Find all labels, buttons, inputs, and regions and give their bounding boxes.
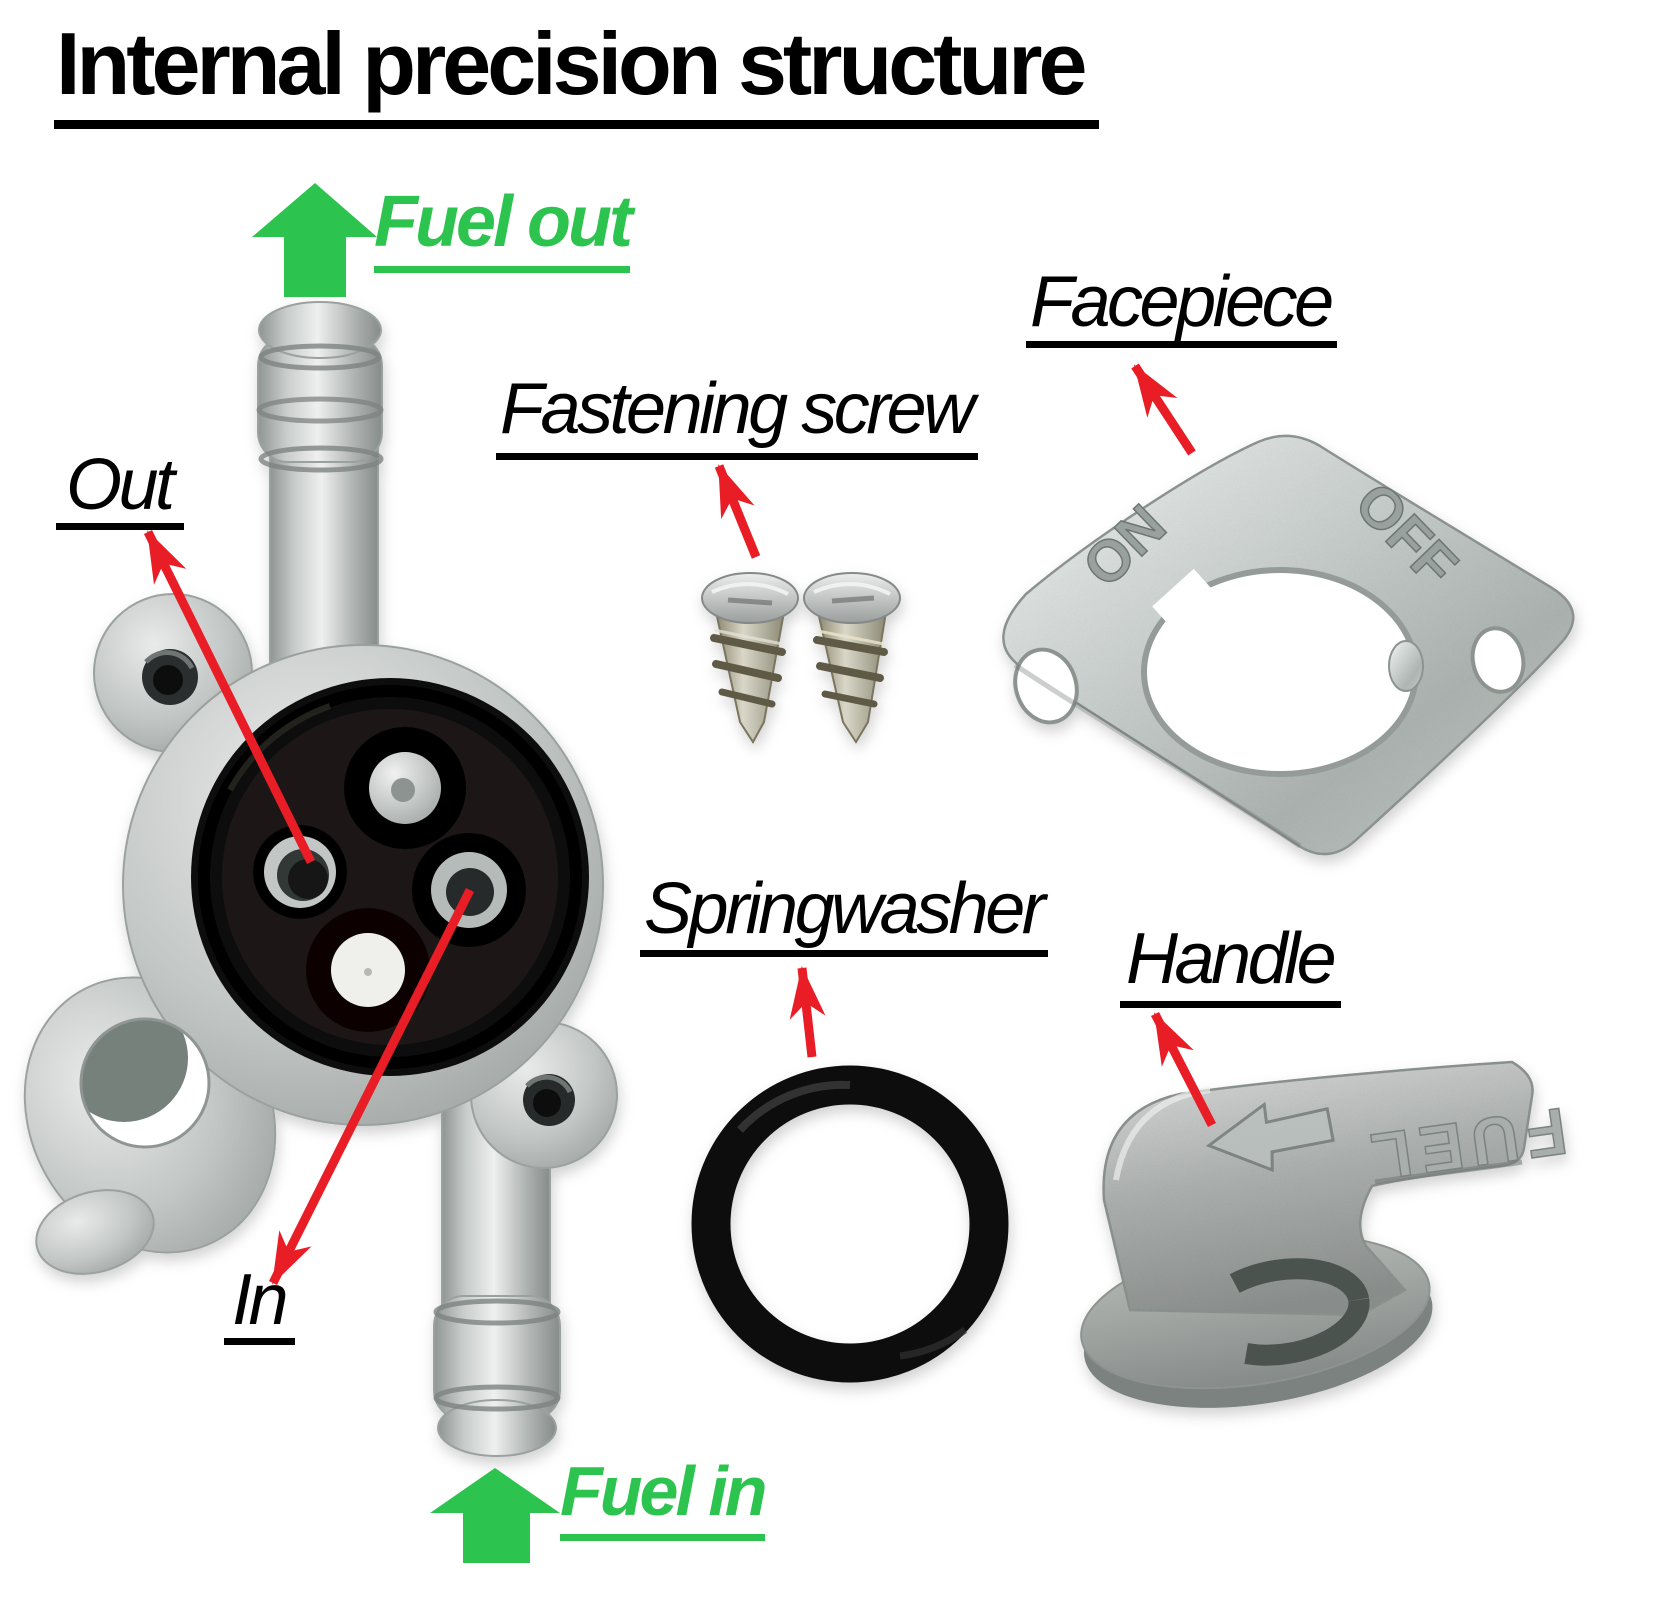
pointer-arrow-icon-screw: [714, 464, 761, 559]
fuel-out-port: [256, 301, 384, 691]
pointer-arrow-icon-handle: [1150, 1011, 1217, 1128]
screw-right: [803, 572, 901, 744]
fuel-out-up-arrow-icon: [252, 183, 377, 297]
fuel-in-label: Fuel in: [560, 1456, 768, 1541]
pointer-arrows: [143, 363, 1217, 1286]
fuel-out-label: Fuel out: [374, 186, 633, 273]
out-hole: [253, 825, 347, 919]
springwasher-label: Springwasher: [640, 873, 1049, 957]
facepiece-photo: ON OFF: [1002, 434, 1575, 856]
fuel-in-up-arrow-icon: [430, 1468, 560, 1563]
screw-left: [701, 572, 799, 744]
pointer-arrow-icon-facepiece: [1131, 363, 1196, 456]
pointer-arrow-icon-out: [143, 530, 316, 864]
handle-label: Handle: [1120, 923, 1342, 1008]
fastening-screw-label: Fastening screw: [496, 373, 978, 460]
valve-rotor-face: [191, 678, 589, 1076]
pointer-arrow-icon-in: [268, 887, 475, 1286]
facepiece-label: Facepiece: [1026, 266, 1337, 348]
out-label: Out: [56, 449, 184, 530]
fuel-valve-body-photo: [23, 301, 618, 1457]
handle-arrow-stamp: [1205, 1101, 1335, 1173]
handle-photo: FUEL: [1080, 1060, 1572, 1408]
mount-hole-top-left: [142, 649, 198, 705]
fastening-screws-photo: [701, 572, 901, 744]
mount-hole-bottom-right: [523, 1074, 575, 1126]
page-title: Internal precision structure: [54, 20, 1100, 129]
pointer-arrow-icon-springwasher: [789, 966, 826, 1058]
springwasher-photo: [691, 1065, 1009, 1383]
in-label: In: [224, 1264, 296, 1345]
mount-hole-large-left: [79, 1017, 211, 1149]
handle-c-stamp: [1193, 1258, 1370, 1366]
